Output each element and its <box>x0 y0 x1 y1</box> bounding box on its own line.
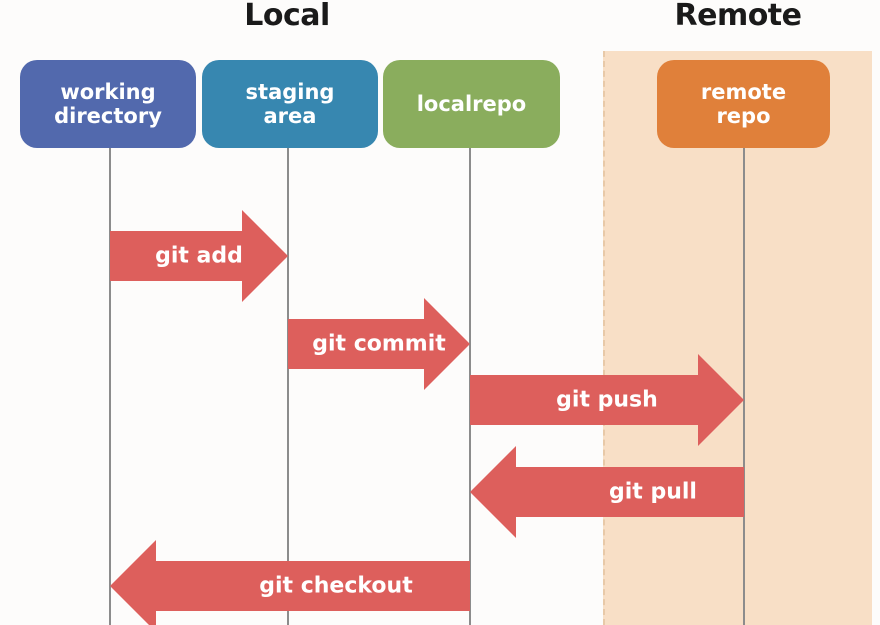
node-localrepo[interactable]: localrepo <box>383 60 560 148</box>
node-staging-area[interactable]: staging area <box>202 60 378 148</box>
arrow-git-pull[interactable]: git pull <box>470 446 744 538</box>
lifeline-working-directory <box>109 140 111 625</box>
node-remote-repo[interactable]: remote repo <box>657 60 830 148</box>
lifeline-remote-repo <box>743 140 745 625</box>
node-working-directory[interactable]: working directory <box>20 60 196 148</box>
section-title-remote: Remote <box>674 0 802 33</box>
node-label-localrepo: localrepo <box>416 91 527 116</box>
lifeline-staging-area <box>287 140 289 625</box>
arrow-git-push[interactable]: git push <box>470 354 744 446</box>
node-label-staging-area: staging area <box>245 79 335 128</box>
node-label-remote-repo: remote repo <box>700 79 787 128</box>
arrow-git-checkout[interactable]: git checkout <box>110 540 470 625</box>
section-title-local: Local <box>244 0 330 33</box>
arrow-git-add[interactable]: git add <box>110 210 288 302</box>
node-label-working-directory: working directory <box>54 79 162 128</box>
arrow-git-commit[interactable]: git commit <box>288 298 470 390</box>
